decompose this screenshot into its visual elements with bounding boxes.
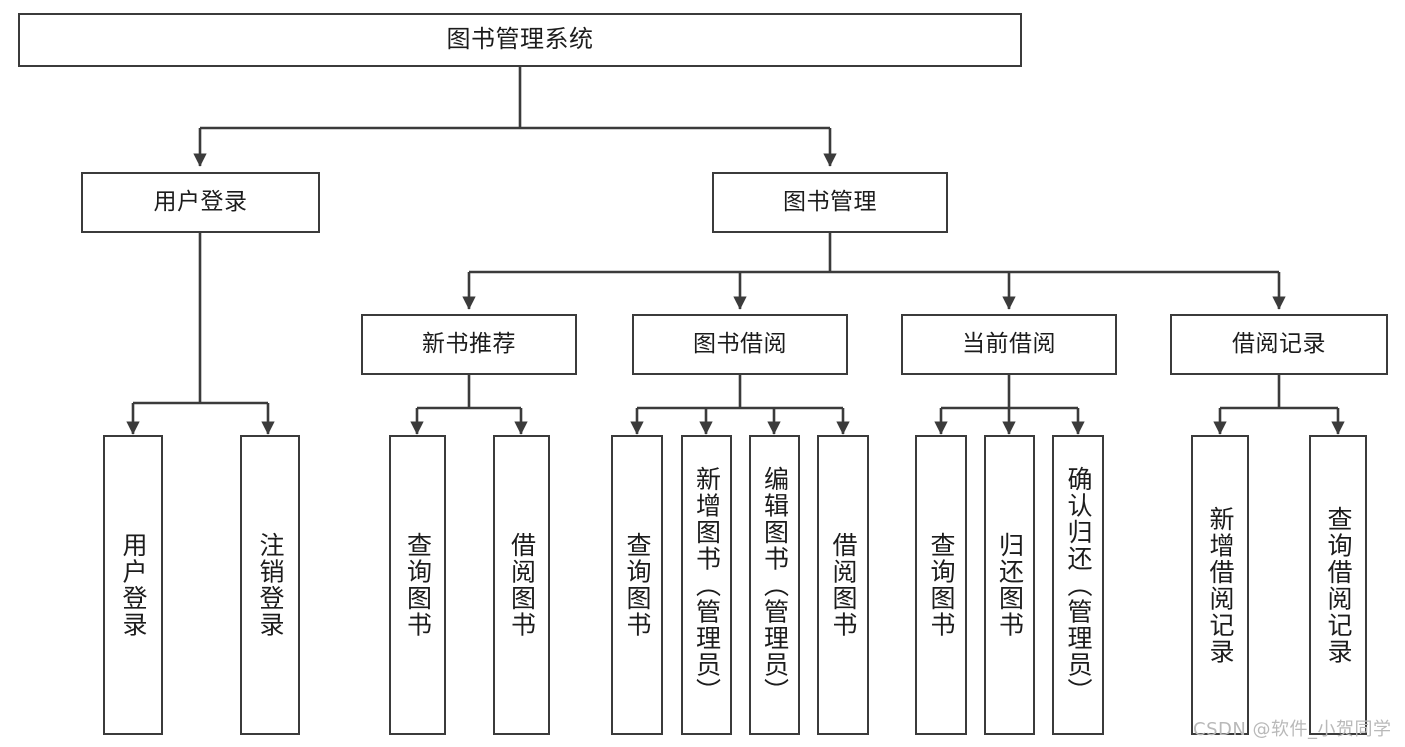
node-label: 用户登录 [153,189,248,216]
node-label: 借阅图书 [507,532,537,638]
node-label: 新书推荐 [422,331,516,358]
leaf-borrow-query-book[interactable]: 查询图书 [611,435,663,735]
node-label: 借阅记录 [1232,331,1326,358]
leaf-user-login-login[interactable]: 用户登录 [103,435,163,735]
node-label: 新增借阅记录 [1206,505,1235,665]
node-user-login[interactable]: 用户登录 [81,172,320,233]
leaf-recommend-query-book[interactable]: 查询图书 [389,435,446,735]
leaf-borrow-edit-book[interactable]: 编辑图书（管理员） [749,435,800,735]
node-label: 查询借阅记录 [1324,505,1353,665]
leaf-borrow-add-book[interactable]: 新增图书（管理员） [681,435,732,735]
node-label: 归还图书 [995,532,1025,638]
node-label: 借阅图书 [829,532,858,638]
node-label: 当前借阅 [962,331,1056,358]
node-label: 图书管理 [783,189,877,216]
node-label: 查询图书 [623,532,652,638]
leaf-current-return-book[interactable]: 归还图书 [984,435,1035,735]
leaf-record-add-record[interactable]: 新增借阅记录 [1191,435,1249,735]
node-label: 图书管理系统 [446,25,594,54]
node-new-book-recommend[interactable]: 新书推荐 [361,314,577,375]
node-label: 查询图书 [403,532,433,638]
leaf-current-query-book[interactable]: 查询图书 [915,435,967,735]
node-current-borrow[interactable]: 当前借阅 [901,314,1117,375]
node-label: 确认归还（管理员） [1064,465,1093,705]
csdn-watermark: CSDN @软件_小贺同学 [1193,719,1392,740]
leaf-recommend-borrow-book[interactable]: 借阅图书 [493,435,550,735]
leaf-current-confirm-return[interactable]: 确认归还（管理员） [1052,435,1104,735]
node-book-management[interactable]: 图书管理 [712,172,948,233]
leaf-borrow-borrow-book[interactable]: 借阅图书 [817,435,869,735]
node-borrow-record[interactable]: 借阅记录 [1170,314,1388,375]
node-label: 图书借阅 [693,331,787,358]
node-label: 注销登录 [256,532,285,638]
node-label: 编辑图书（管理员） [760,465,790,705]
node-label: 用户登录 [119,532,148,638]
node-label: 新增图书（管理员） [692,465,722,705]
node-label: 查询图书 [927,532,956,638]
leaf-record-query-record[interactable]: 查询借阅记录 [1309,435,1367,735]
node-book-borrow[interactable]: 图书借阅 [632,314,848,375]
leaf-user-login-logout[interactable]: 注销登录 [240,435,300,735]
node-root-system[interactable]: 图书管理系统 [18,13,1022,67]
